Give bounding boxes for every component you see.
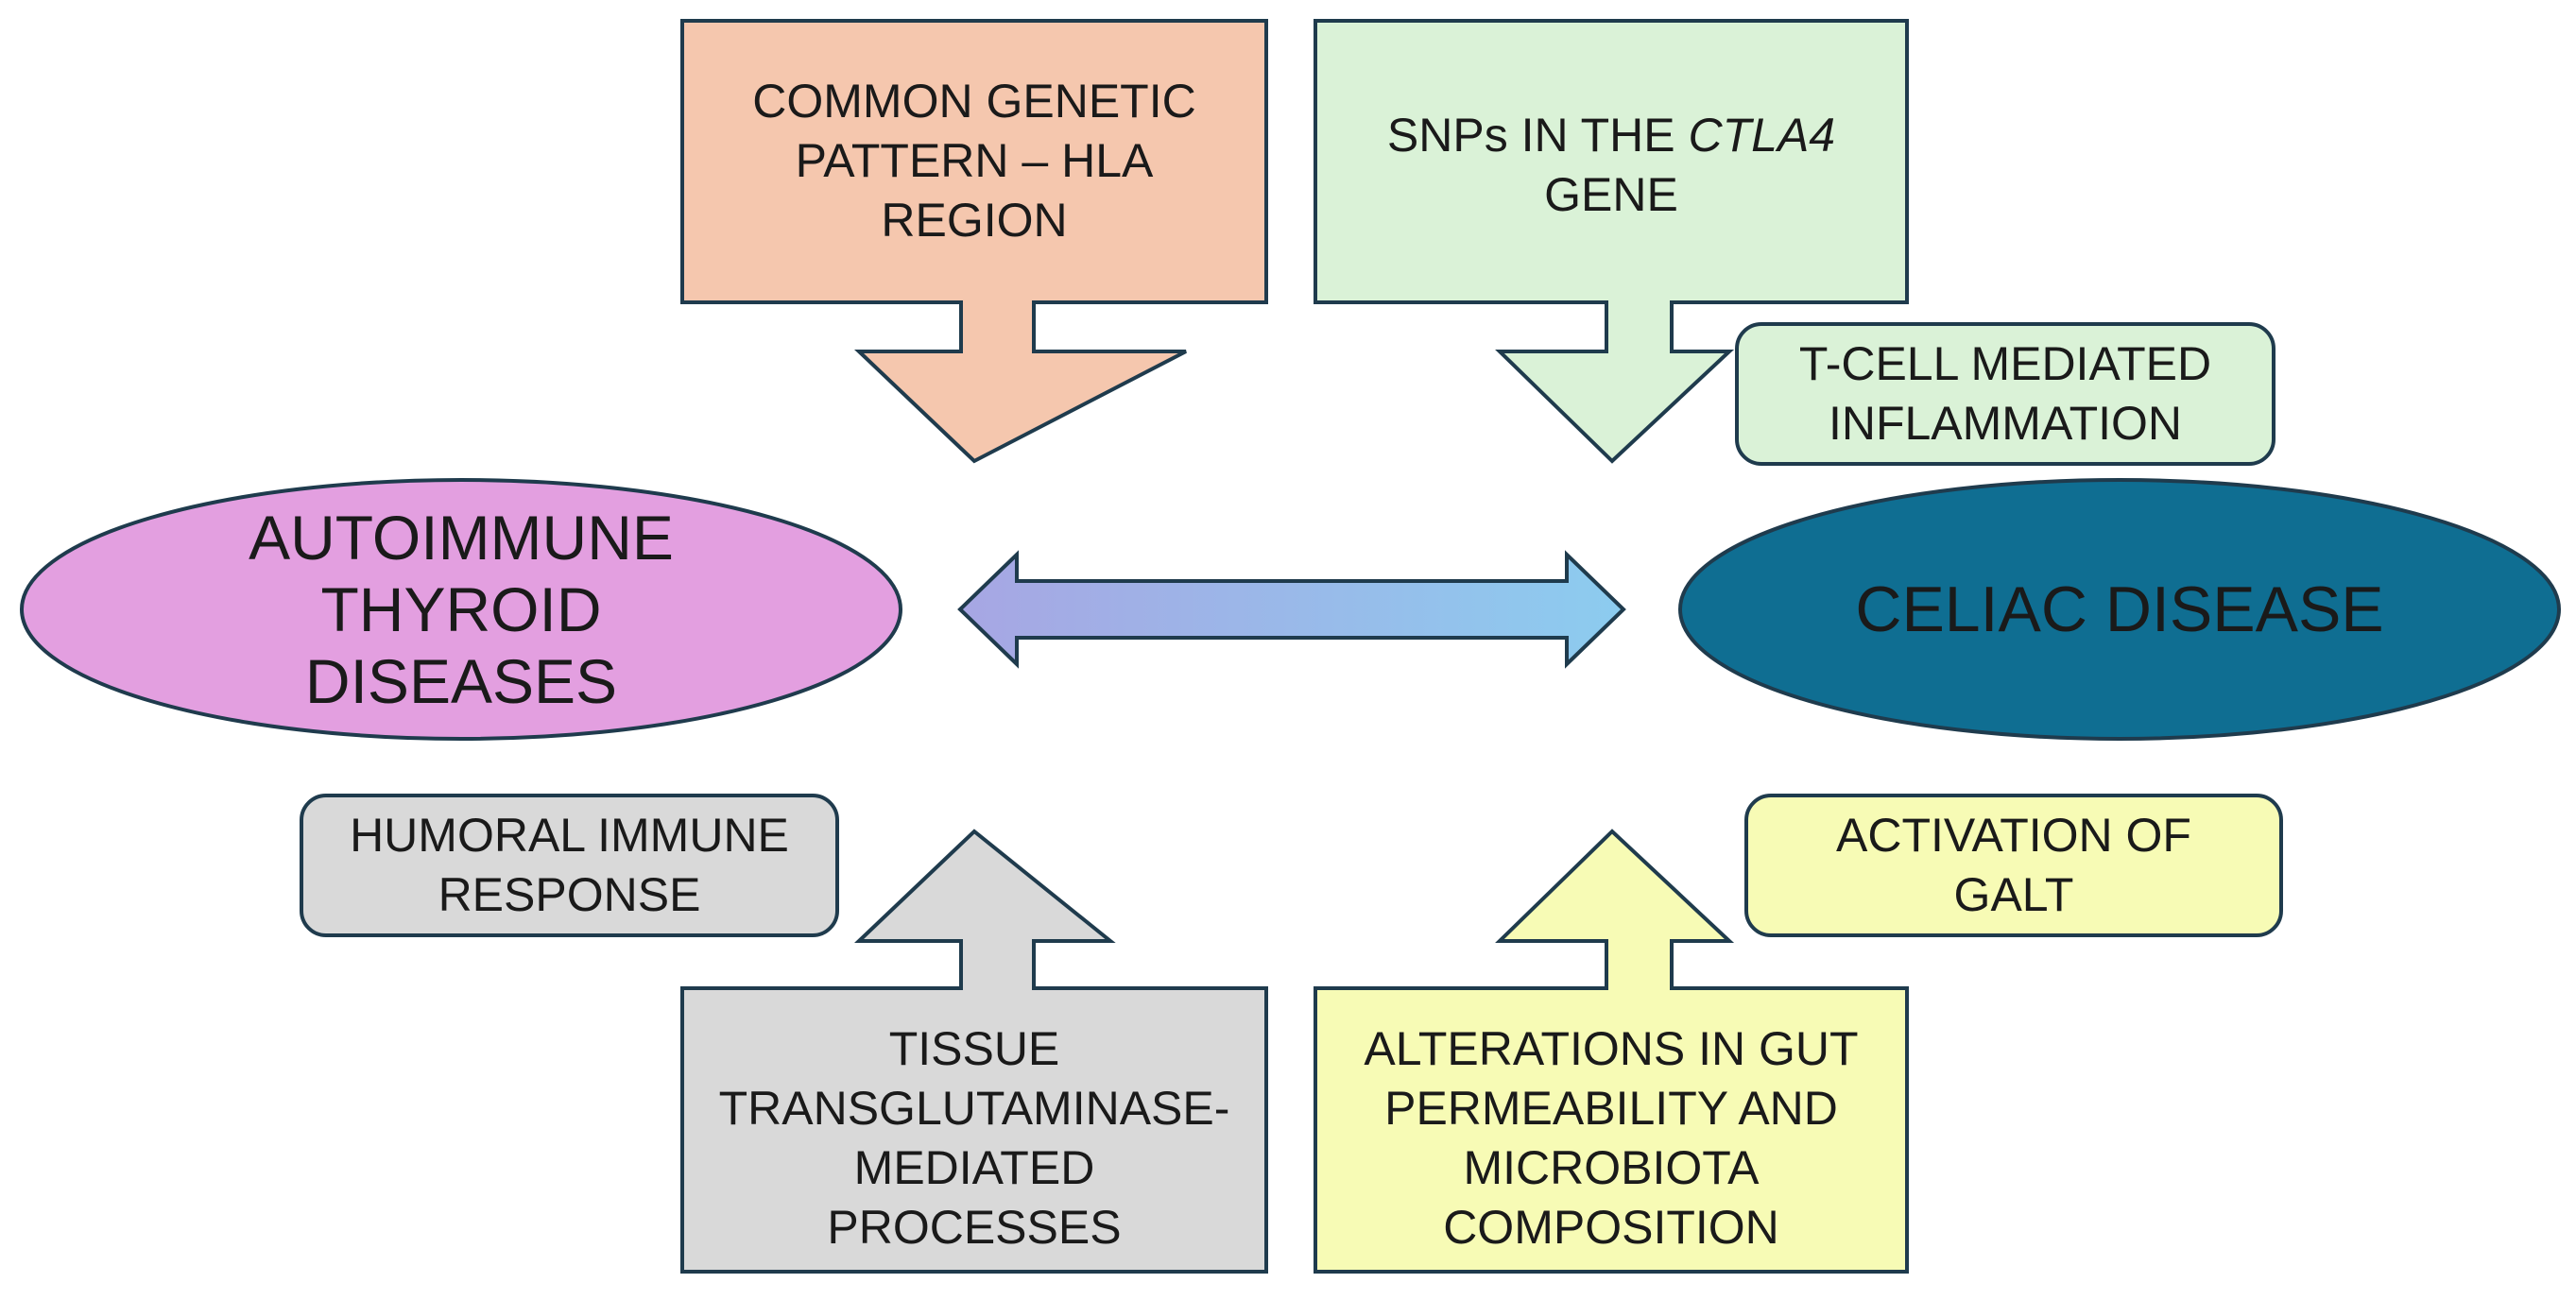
label-line: PROCESSES [827, 1201, 1122, 1254]
gene-name: CTLA4 [1688, 109, 1836, 162]
label-line: GALT [1953, 868, 2074, 921]
humoral-callout-label: HUMORAL IMMUNE RESPONSE [301, 795, 837, 935]
celiac-disease-label: CELIAC DISEASE [1729, 557, 2510, 661]
galt-callout-label: ACTIVATION OF GALT [1746, 795, 2281, 935]
label-line: MEDIATED [853, 1141, 1095, 1194]
label-prefix: SNPs IN THE [1386, 109, 1689, 162]
humoral-callout-box [300, 794, 839, 937]
label-line: RESPONSE [438, 868, 701, 921]
label-line: PATTERN – HLA [795, 133, 1154, 187]
label-line: GENE [1544, 168, 1678, 221]
label-line: TRANSGLUTAMINASE- [718, 1082, 1230, 1135]
top-left-arrow-label: COMMON GENETIC PATTERN – HLA REGION [682, 57, 1266, 265]
top-right-arrow-label: SNPs IN THE CTLA4 GENE [1315, 99, 1907, 231]
top-left-arrow-shape [680, 19, 1268, 464]
label-line: PERMEABILITY AND [1384, 1082, 1838, 1135]
label-line: SNPs IN THE CTLA4 [1387, 106, 1835, 165]
label-line: COMPOSITION [1443, 1201, 1779, 1254]
autoimmune-thyroid-label: AUTOIMMUNE THYROID DISEASES [132, 491, 790, 727]
label-line: CELIAC DISEASE [1855, 573, 2384, 645]
label-line: REGION [881, 193, 1068, 247]
celiac-disease-node [1678, 478, 2561, 741]
label-line: ACTIVATION OF [1836, 809, 2191, 862]
bottom-left-arrow-label: TISSUE TRANSGLUTAMINASE- MEDIATED PROCES… [682, 1011, 1266, 1266]
label-line: INFLAMMATION [1828, 397, 2183, 450]
autoimmune-thyroid-node [20, 478, 902, 741]
t-cell-callout-label: T-CELL MEDIATED INFLAMMATION [1737, 324, 2274, 464]
label-line: DISEASES [304, 646, 618, 716]
galt-callout-box [1744, 794, 2283, 937]
label-line: AUTOIMMUNE [249, 503, 674, 573]
label-line: COMMON GENETIC [752, 74, 1196, 128]
t-cell-callout-box [1735, 322, 2275, 466]
bidirectional-link-arrow [957, 550, 1626, 669]
bottom-left-arrow-shape [680, 829, 1268, 1274]
top-right-arrow-shape [1314, 19, 1909, 464]
bottom-right-arrow-label: ALTERATIONS IN GUT PERMEABILITY AND MICR… [1315, 1011, 1907, 1266]
label-line: THYROID [320, 574, 602, 644]
label-line: T-CELL MEDIATED [1798, 337, 2212, 390]
bottom-right-arrow-shape [1314, 829, 1909, 1274]
label-line: TISSUE [888, 1022, 1060, 1075]
label-line: ALTERATIONS IN GUT [1364, 1022, 1859, 1075]
label-line: MICROBIOTA [1463, 1141, 1760, 1194]
label-line: HUMORAL IMMUNE [350, 809, 789, 862]
